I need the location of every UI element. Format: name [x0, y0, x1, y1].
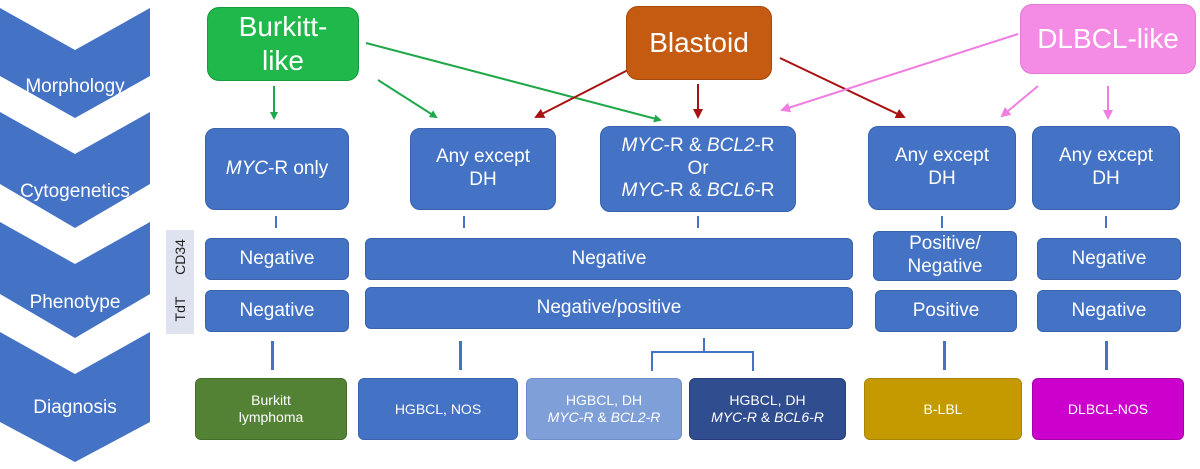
cd34-blbl: Positive/ Negative [873, 231, 1017, 281]
dx-dh-bcl6-line1: HGBCL, DH [729, 392, 806, 409]
cd34-blbl-line2: Negative [907, 256, 983, 277]
tdt-blbl: Positive [875, 290, 1017, 332]
chevron-phenotype [0, 222, 150, 338]
dh-sep-1: -R & [663, 134, 707, 156]
connector [651, 351, 653, 371]
cyto-myc-only: MYC-R only [205, 128, 349, 210]
connector [463, 216, 465, 228]
tdt-hgbcl: Negative/positive [365, 287, 853, 329]
dx-hgbcl-nos: HGBCL, NOS [358, 378, 518, 440]
arrow-blastoid-to-any-except [534, 69, 629, 118]
any-except-3-line1: Any except [1059, 145, 1153, 167]
cyto-double-hit: MYC-R & BCL2-R Or MYC-R & BCL6-R [600, 126, 796, 212]
dx-dh-bcl6-amp: & [756, 409, 775, 425]
stage-label-diagnosis: Diagnosis [33, 397, 117, 418]
dx-hgbcl-dh-bcl2: HGBCL, DH MYC-R & BCL2-R [526, 378, 682, 440]
dx-dlbcl-nos: DLBCL-NOS [1032, 378, 1184, 440]
morphology-burkitt-like: Burkitt- like [207, 7, 359, 81]
burkitt-like-line2: like [261, 45, 304, 76]
arrow-dlbcl-to-dh [780, 33, 1019, 113]
dx-hgbcl-dh-bcl6: HGBCL, DH MYC-R & BCL6-R [689, 378, 846, 440]
arrow-blastoid-to-blbl [779, 57, 906, 119]
dx-dh-bcl6-gene1: MYC-R [711, 409, 757, 425]
marker-label-tdt: TdT [172, 296, 188, 322]
chevron-morphology [0, 8, 150, 118]
connector [1105, 341, 1108, 370]
cyto-any-except-dh-1: Any except DH [410, 128, 556, 210]
any-except-2-line1: Any except [895, 145, 989, 167]
myc-gene: MYC [225, 157, 269, 179]
dx-b-lbl: B-LBL [864, 378, 1022, 440]
dh-gene-bcl6: BCL6 [706, 180, 755, 202]
dx-dh-bcl2-amp: & [593, 409, 611, 425]
dx-burkitt-line1: Burkitt [251, 392, 291, 409]
cd34-hgbcl: Negative [365, 238, 853, 280]
dx-dh-bcl2-gene2: BCL2-R [610, 409, 661, 425]
myc-only-rest: -R only [268, 157, 329, 179]
marker-side-panel [166, 230, 194, 334]
connector [703, 338, 705, 352]
dh-gene-myc-1: MYC [621, 134, 664, 156]
cd34-dlbcl: Negative [1037, 238, 1181, 280]
dh-end-1: -R [754, 134, 775, 156]
dx-dh-bcl2-gene1: MYC-R [547, 409, 594, 425]
connector [1105, 216, 1107, 228]
dx-dh-bcl6-gene2: BCL6-R [774, 409, 824, 425]
dh-gene-myc-2: MYC [621, 180, 664, 202]
arrow-dlbcl-to-blbl [1000, 85, 1039, 118]
chevron-cytogenetics [0, 112, 150, 228]
connector [275, 216, 277, 228]
connector [271, 341, 274, 370]
connector [459, 341, 462, 370]
any-except-line2: DH [469, 169, 497, 190]
burkitt-like-line1: Burkitt- [238, 11, 328, 43]
connector [697, 216, 699, 228]
marker-label-cd34: CD34 [172, 239, 188, 275]
dx-burkitt-lymphoma: Burkitt lymphoma [195, 378, 347, 440]
arrow-burkitt-to-dh [365, 42, 662, 123]
any-except-line1: Any except [436, 146, 530, 168]
tdt-burkitt: Negative [205, 290, 349, 332]
arrow-burkitt-to-any-except [377, 79, 438, 119]
connector-bracket [651, 351, 754, 353]
tdt-dlbcl: Negative [1037, 290, 1181, 332]
chevron-diagnosis [0, 332, 150, 462]
cd34-blbl-line1: Positive/ [909, 233, 981, 255]
cyto-any-except-dh-2: Any except DH [868, 126, 1016, 210]
stage-label-phenotype: Phenotype [29, 292, 121, 313]
connector [752, 351, 754, 371]
stage-label-cytogenetics: Cytogenetics [20, 181, 130, 202]
any-except-2-line2: DH [928, 168, 956, 189]
any-except-3-line2: DH [1092, 168, 1120, 189]
dh-or: Or [687, 157, 709, 179]
dh-sep-2: -R & [663, 180, 707, 202]
cd34-burkitt: Negative [205, 238, 349, 280]
connector [941, 216, 943, 228]
connector [943, 341, 946, 370]
dx-dh-bcl2-line1: HGBCL, DH [565, 392, 643, 409]
dx-burkitt-line2: lymphoma [238, 409, 304, 425]
dh-gene-bcl2: BCL2 [706, 134, 755, 156]
morphology-blastoid: Blastoid [626, 6, 772, 80]
dh-end-2: -R [754, 180, 775, 202]
stage-label-morphology: Morphology [25, 76, 125, 97]
cyto-any-except-dh-3: Any except DH [1032, 126, 1180, 210]
morphology-dlbcl-like: DLBCL-like [1020, 4, 1196, 74]
